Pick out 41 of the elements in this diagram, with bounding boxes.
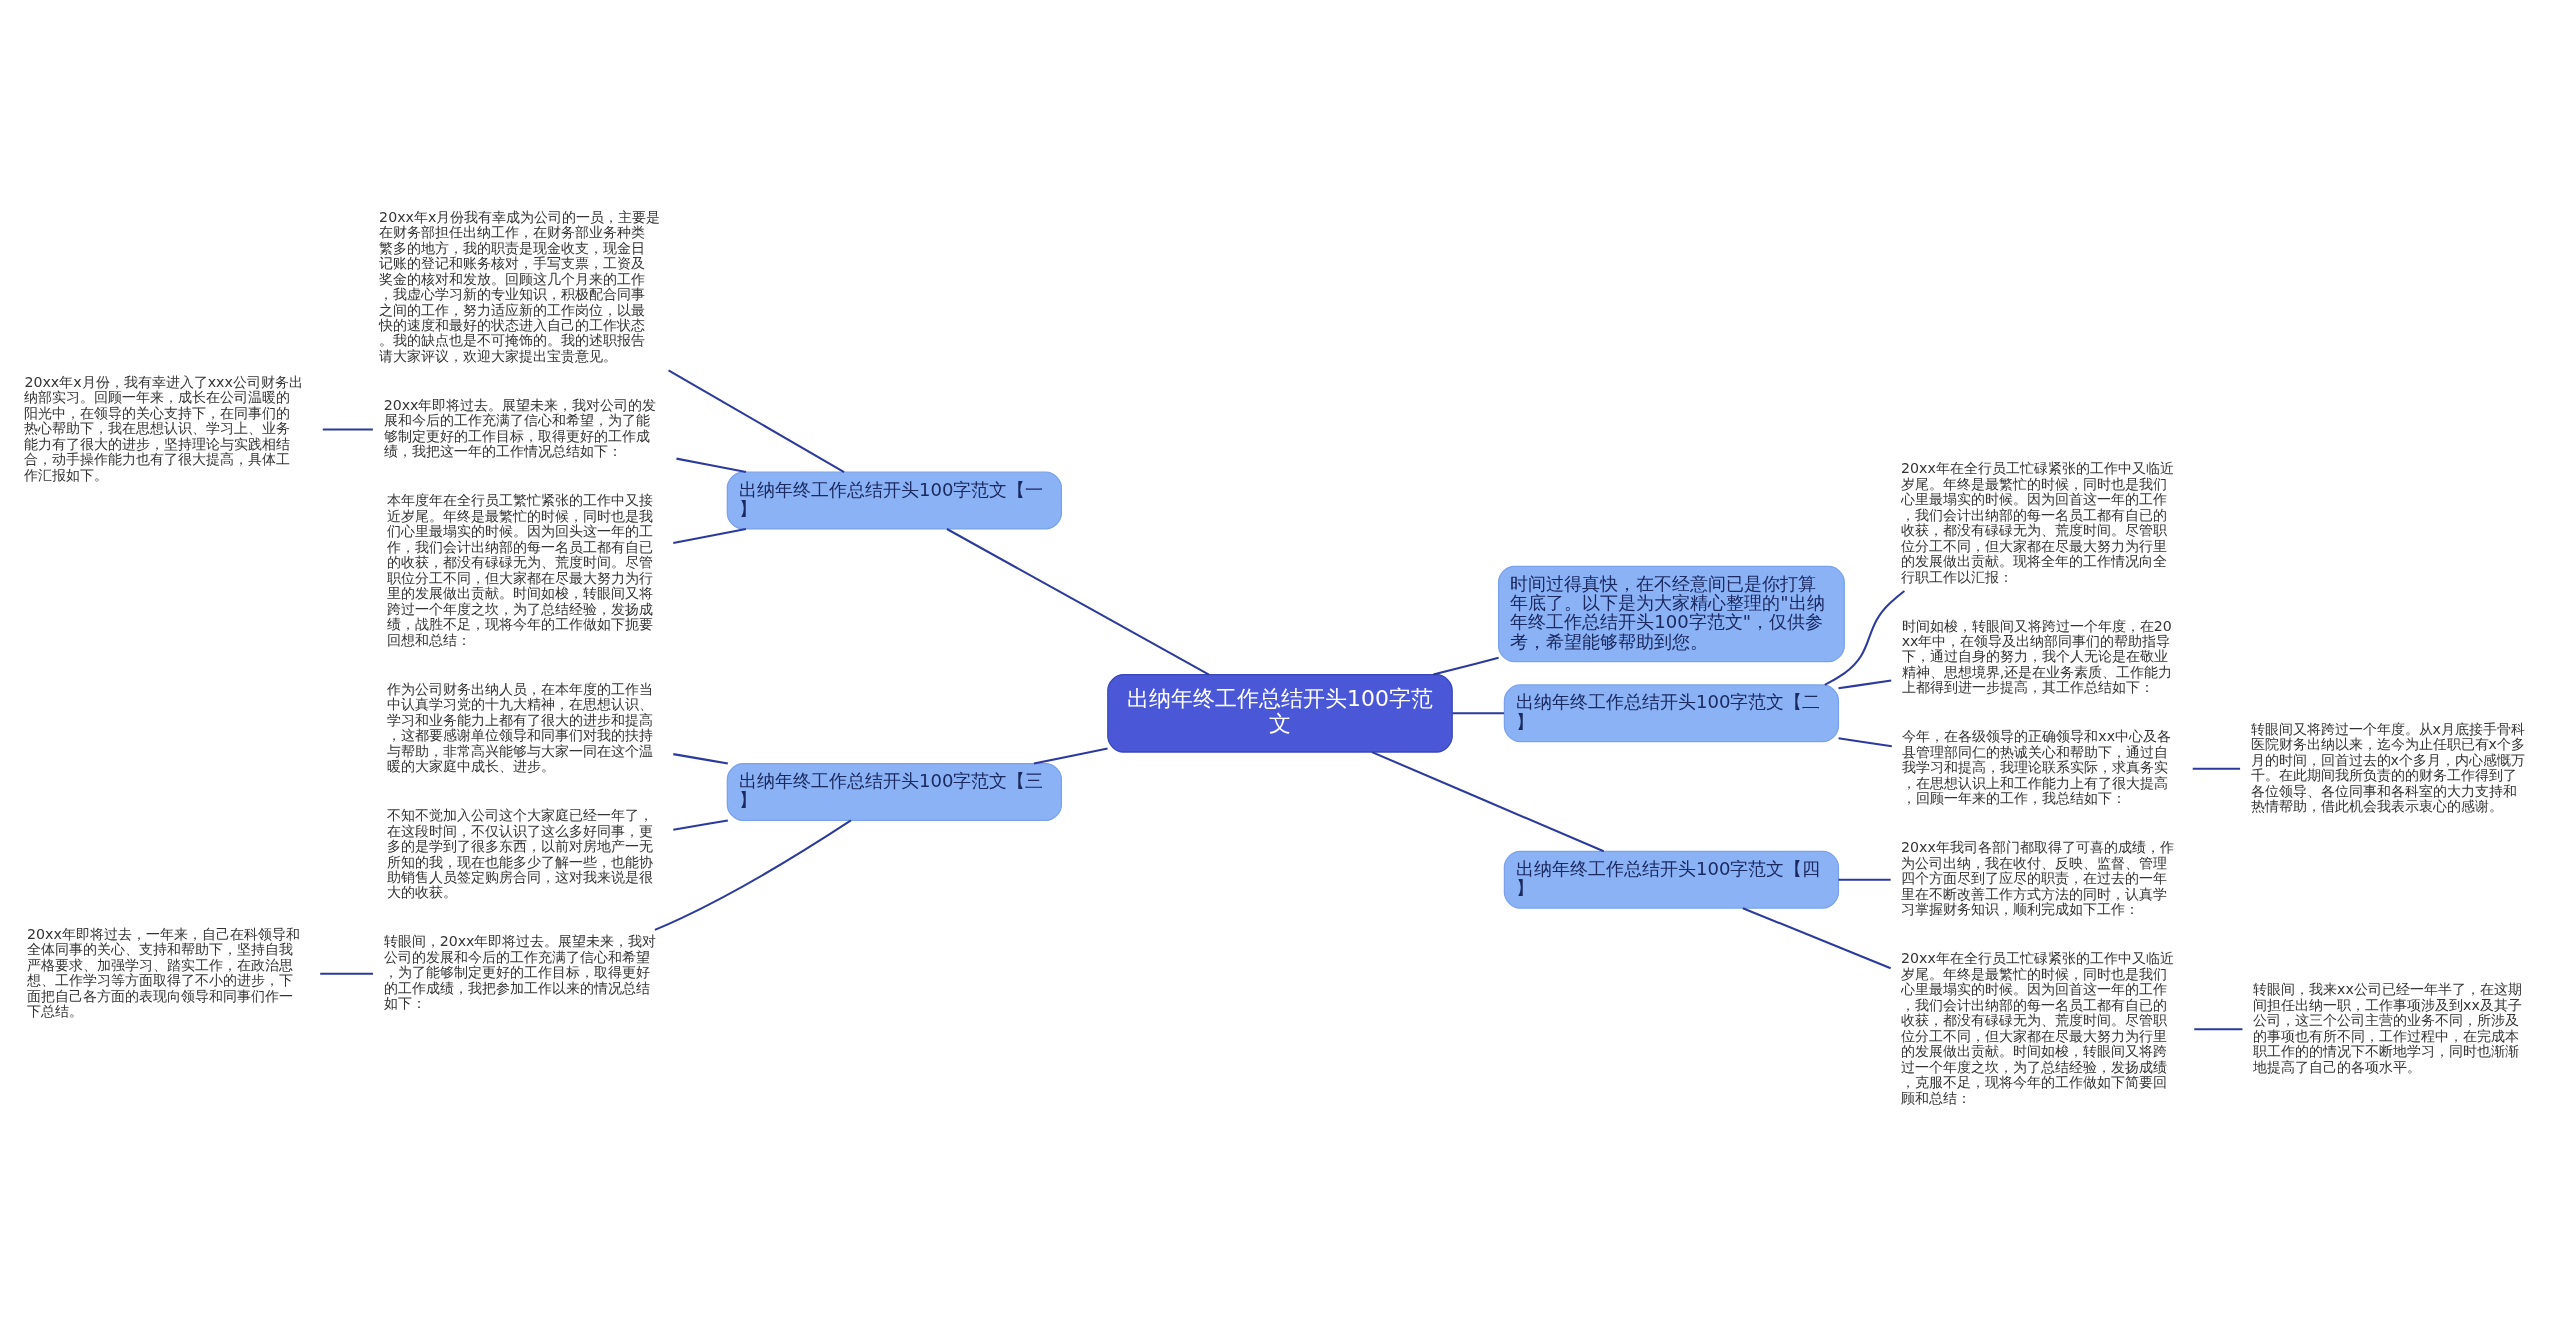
connector [1838,737,1892,748]
node-text: 20xx年即将过去，一年来，自己在科领导和全体同事的关心、支持和帮助下，坚持自我严格要求、加强学习、踏实工作，在政治思想、工作学习等方面取得了不小的进步，下面把自己各方面的表现向领导和同事们作一下总结。 [27,925,300,1020]
node-text: 不知不觉加入公司这个大家庭已经一年了，在这段时间，不仅认识了这么多好同事，更多的是学到了很多东西，以前对房地产一无所知的我，现在也能多少了解一些，也能协助销售人员签定购房合同，这对我来说是很大的收获。 [386,807,653,901]
node-text: 作为公司财务出纳人员，在本年度的工作当中认真学习党的十九大精神，在思想认识、学习和业务能力上都有了很大的进步和提高，这都要感谢单位领导和同事们对我的扶持与帮助，非常高兴能够与大家一同在这个温暖的大家庭中成长、进步。 [386,680,653,775]
node-text: 本年度年在全行员工繁忙紧张的工作中又接近岁尾。年终是最繁忙的时候，同时也是我们心里最塌实的时候。因为回头这一年的工作，我们会计出纳部的每一名员工都有自已的收获，都没有碌碌无为、荒度时间。尽管职位分工不同，但大家都在尽最大努力为行里的发展做出贡献。时间如梭，转眼间又将跨过一个年度之坎，为了总结经验，发扬成绩，战胜不足，现将今年的工作做如下扼要回想和总结： [386,492,653,648]
node-box: 出纳年终工作总结开头100字范文【三】 [726,762,1063,821]
node-text: 转眼间，20xx年即将过去。展望未来，我对公司的发展和今后的工作充满了信心和希望，为了能够制定更好的工作目标，取得更好的工作成绩，我把参加工作以来的情况总结如下： [383,933,657,1012]
connector [320,972,374,975]
connector [654,819,852,931]
connector [668,369,845,473]
connector [1838,679,1892,690]
connector [1452,712,1504,715]
node-box: 出纳年终工作总结开头100字范文【一】 [726,471,1063,530]
node-box: 出纳年终工作总结开头100字范文【二】 [1503,684,1840,743]
node-text: 20xx年x月份，我有幸进入了xxx公司财务出纳部实习。回顾一年来，成长在公司温暖的阳光中，在领导的关心支持下，在同事们的热心帮助下，我在思想认识、学习上、业务能力有了很大的进步，坚持理论与实践相结合，动手操作能力也有了很大提高，具体工作汇报如下。 [24,373,303,483]
connector [946,528,1210,676]
node-text: 20xx年我司各部门都取得了可喜的成绩，作为公司出纳，我在收付、反映、监督、管理四个方面尽到了应尽的职责，在过去的一年里在不断改善工作方式方法的同时，认真学习掌握财务知识，顺利完成如下工作： [1901,839,2174,918]
connector [1371,751,1605,853]
node-text: 转眼间，我来xx公司已经一年半了，在这期间担任出纳一职，工作事项涉及到xx及其子公司，这三个公司主营的业务不同，所涉及的事项也有所不同，工作过程中，在完成本职工作的的情况下不断地学习，同时也渐渐地提高了自己的各项水平。 [2253,981,2522,1075]
node-text: 20xx年即将过去。展望未来，我对公司的发展和今后的工作充满了信心和希望，为了能够制定更好的工作目标，取得更好的工作成绩，我把这一年的工作情况总结如下： [383,396,657,460]
node-text: 20xx年在全行员工忙碌紧张的工作中又临近岁尾。年终是最繁忙的时候，同时也是我们心里最塌实的时候。因为回首这一年的工作，我们会计出纳部的每一名员工都有自已的收获，都没有碌碌无为、荒度时间。尽管职位分工不同，但大家都在尽最大努力为行里的发展做出贡献。时间如梭，转眼间又将跨过一个年度之坎，为了总结经验，发扬成绩，克服不足，现将今年的工作做如下简要回顾和总结： [1901,950,2174,1106]
node-text: 今年，在各级领导的正确领导和xx中心及各县管理部同仁的热诚关心和帮助下，通过自我学习和提高，我理论联系实际，求真务实，在思想认识上和工作能力上有了很大提高，回顾一年来的工作，我总结如下： [1902,728,2172,807]
node-text: 转眼间又将跨过一个年度。从x月底接手骨科医院财务出纳以来，迄今为止任职已有x个多月的时间，回首过去的x个多月，内心感慨万千。在此期间我所负责的的财务工作得到了各位领导、各位同事和各科室的大力支持和热情帮助，借此机会我表示衷心的感谢。 [2250,720,2525,815]
connector [2194,1028,2243,1031]
connector [1033,747,1108,765]
connector [673,527,747,544]
node-box: 出纳年终工作总结开头100字范文【四】 [1503,850,1840,909]
node-text: 20xx年x月份我有幸成为公司的一员，主要是在财务部担任出纳工作，在财务部业务种类繁多的地方，我的职责是现金收支，现金日记账的登记和账务核对，手写支票，工资及奖金的核对和发放。回顾这几个月来的工作，我虚心学习新的专业知识，积极配合同事之间的工作，努力适应新的工作岗位，以最快的速度和最好的状态进入自己的工作状态。我的缺点也是不可掩饰的。我的述职报告请大家评议，欢迎大家提出宝贵意见。 [379,208,661,364]
connector [676,457,747,474]
connector [322,428,373,431]
connector [1838,878,1891,881]
connector [673,753,728,765]
connector [1433,656,1499,676]
connector [1742,907,1892,970]
node-box: 出纳年终工作总结开头100字范文 [1107,673,1453,753]
node-text: 20xx年在全行员工忙碌紧张的工作中又临近岁尾。年终是最繁忙的时候，同时也是我们心里最塌实的时候。因为回首这一年的工作，我们会计出纳部的每一名员工都有自已的收获，都没有碌碌无为、荒度时间。尽管职位分工不同，但大家都在尽最大努力为行里的发展做出贡献。现将全年的工作情况向全行职工作以汇报： [1901,460,2174,585]
connector [673,819,728,831]
connector [2192,767,2241,770]
connector [1824,590,1906,686]
node-box: 时间过得真快，在不经意间已是你打算年底了。以下是为大家精心整理的"出纳年终工作总结开头100字范文"，仅供参考，希望能够帮助到您。 [1497,565,1845,663]
node-text: 时间如梭，转眼间又将跨过一个年度，在20xx年中，在领导及出纳部同事们的帮助指导下，通过自身的努力，我个人无论是在敬业精神、思想境界,还是在业务素质、工作能力上都得到进一步提高，其工作总结如下： [1901,617,2173,696]
